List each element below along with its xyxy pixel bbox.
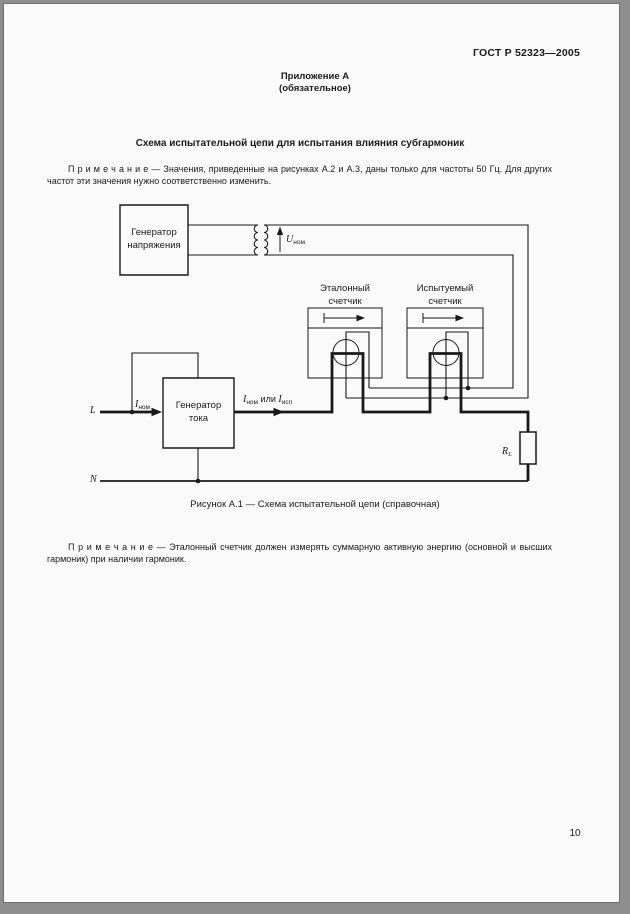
output-current-arrowhead xyxy=(273,407,284,417)
u-nom-label: Uном xyxy=(286,234,305,246)
phase-line-to-load xyxy=(461,412,528,481)
appendix-subtitle: (обязательное) xyxy=(279,83,351,94)
secondary-bottom-wire xyxy=(264,255,513,388)
tested-meter-symbol xyxy=(407,308,483,378)
current-generator-feedback-wire xyxy=(132,353,198,411)
reference-meter-direction-arrow xyxy=(324,313,357,323)
junction-dot xyxy=(195,478,201,484)
figure-caption: Рисунок А.1 — Схема испытательной цепи (… xyxy=(190,499,440,510)
section-title: Схема испытательной цепи для испытания в… xyxy=(135,138,465,149)
transformer-icon xyxy=(254,225,267,255)
neutral-label: N xyxy=(90,474,97,485)
load-resistor-symbol xyxy=(520,432,536,464)
transformer-secondary-coil xyxy=(264,225,268,255)
tested-meter-direction-arrow xyxy=(423,313,456,323)
junction-dot xyxy=(129,409,135,415)
phase-current-arrowhead xyxy=(151,407,162,417)
note-2: П р и м е ч а н и е — Эталонный счетчик … xyxy=(47,542,552,564)
appendix-title: Приложение А xyxy=(280,71,350,82)
document-header: ГОСТ Р 52323—2005 xyxy=(472,47,580,59)
reference-meter-symbol xyxy=(308,308,382,378)
junction-dot xyxy=(465,385,471,391)
reference-meter-label: Эталонный счетчик xyxy=(320,283,370,307)
secondary-top-wire xyxy=(264,225,528,398)
note-1: П р и м е ч а н и е — Значения, приведен… xyxy=(47,164,552,186)
document-page xyxy=(3,3,620,903)
u-nom-arrow xyxy=(276,226,284,253)
i-output-label: Iном или Iисп xyxy=(243,394,293,406)
page-number: 10 xyxy=(569,828,581,839)
junction-dot xyxy=(443,395,449,401)
junction-dots xyxy=(129,385,471,484)
tested-meter-current-path xyxy=(430,354,461,414)
phase-label: L xyxy=(90,405,96,416)
load-resistor-label: RL xyxy=(502,446,512,458)
transformer-primary-coil xyxy=(254,225,258,255)
i-nom-label: Iном xyxy=(135,399,151,411)
reference-meter-current-path xyxy=(332,354,363,414)
voltage-generator-label: Генератор напряжения xyxy=(127,227,181,251)
current-generator-label: Генератор тока xyxy=(175,400,222,424)
voltage-generator-box xyxy=(120,205,188,275)
tested-meter-label: Испытуемый счетчик xyxy=(416,283,474,307)
